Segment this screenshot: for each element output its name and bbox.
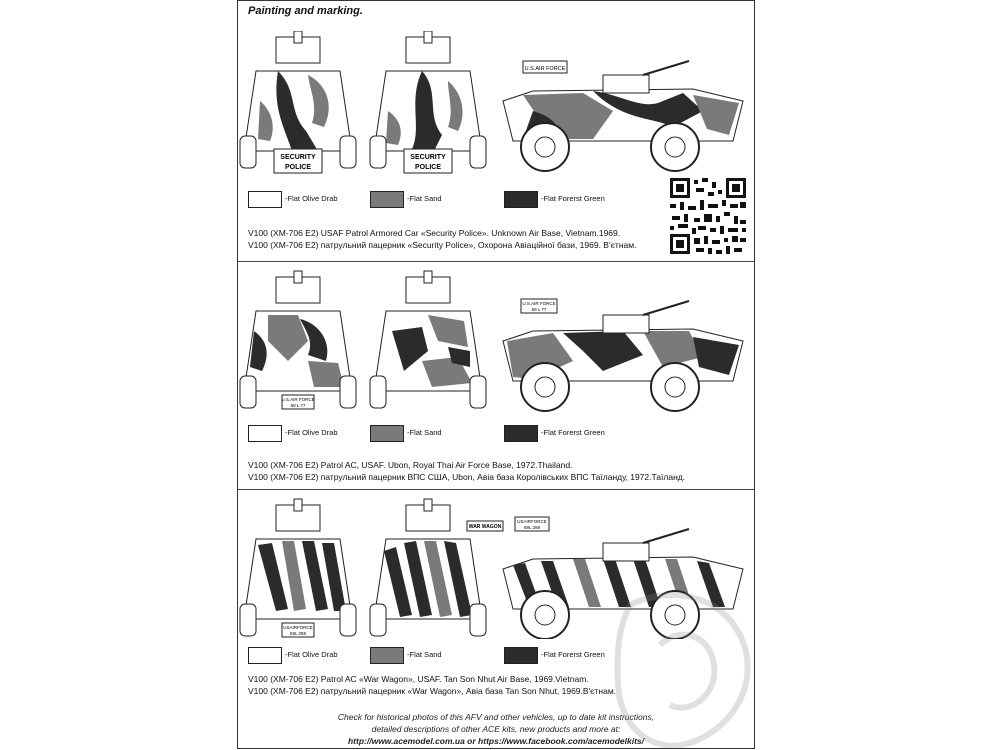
scheme-1: SECURITY POLICE SECURITY POLICE xyxy=(238,31,754,263)
scheme-2: U.S.AIR FORCE 69 L 77 xyxy=(238,263,754,489)
swatch-forest-green xyxy=(504,425,538,442)
plate-bottom-3: 69L 259 xyxy=(290,631,307,636)
label-forest-green: -Flat Forerst Green xyxy=(541,650,605,659)
swatch-forest-green xyxy=(504,647,538,664)
front-marking-bottom: POLICE xyxy=(285,164,311,171)
side-view-3: WAR WAGON USAIRFORCE 69L 259 xyxy=(466,516,744,639)
label-sand: -Flat Sand xyxy=(407,194,442,203)
link-separator: or xyxy=(464,736,479,746)
footer-line-2: detailed descriptions of other ACE kits,… xyxy=(371,724,621,734)
swatch-olive-drab xyxy=(248,647,282,664)
side-marking: U.S.AIR FORCE xyxy=(525,66,566,72)
label-sand: -Flat Sand xyxy=(407,650,442,659)
side-plate-bottom-2: 69 L 77 xyxy=(532,307,547,312)
caption-ua-2: V100 (XM-706 E2) патрульний пацерник ВПС… xyxy=(248,472,686,482)
facebook-link[interactable]: https://www.facebook.com/acemodelkits/ xyxy=(478,736,644,746)
swatch-sand xyxy=(370,425,404,442)
label-olive-drab: -Flat Olive Drab xyxy=(285,194,338,203)
legend-row-2: -Flat Olive Drab -Flat Sand -Flat Forers… xyxy=(248,425,668,443)
caption-ua-1: V100 (XM-706 E2) патрульний пацерник «Se… xyxy=(248,240,637,250)
front-view-2: U.S.AIR FORCE 69 L 77 xyxy=(239,270,357,410)
front-view-1: SECURITY POLICE xyxy=(239,31,357,174)
scheme-1-drawing: SECURITY POLICE SECURITY POLICE xyxy=(239,31,744,174)
rear-marking-top: SECURITY xyxy=(410,154,446,161)
watermark-logo-icon xyxy=(614,592,751,749)
scheme-3: USAIRFORCE 69L 259 xyxy=(238,489,754,750)
plate-top-2: U.S.AIR FORCE xyxy=(281,397,314,402)
swatch-sand xyxy=(370,647,404,664)
scheme-3-drawing: USAIRFORCE 69L 259 xyxy=(239,498,744,639)
plate-top-3: USAIRFORCE xyxy=(283,625,313,630)
rear-view-1: SECURITY POLICE xyxy=(369,31,487,174)
legend-row-3: -Flat Olive Drab -Flat Sand -Flat Forers… xyxy=(248,647,668,665)
side-name-3: WAR WAGON xyxy=(469,524,502,530)
website-link[interactable]: http://www.acemodel.com.ua xyxy=(347,736,465,746)
swatch-sand xyxy=(370,191,404,208)
divider-2 xyxy=(238,489,754,490)
side-view-2: U.S.AIR FORCE 69 L 77 xyxy=(502,298,744,412)
swatch-forest-green xyxy=(504,191,538,208)
side-plate-bottom-3: 69L 259 xyxy=(524,525,541,530)
swatch-olive-drab xyxy=(248,425,282,442)
swatch-olive-drab xyxy=(248,191,282,208)
footer-links: http://www.acemodel.com.ua or https://ww… xyxy=(238,735,754,747)
rear-view-3 xyxy=(369,498,487,637)
footer-line-1: Check for historical photos of this AFV … xyxy=(337,712,655,722)
page-title: Painting and marking. xyxy=(248,5,363,17)
rear-marking-bottom: POLICE xyxy=(415,164,441,171)
caption-en-2: V100 (XM-706 E2) Patrol AC, USAF. Ubon, … xyxy=(248,460,573,470)
label-forest-green: -Flat Forerst Green xyxy=(541,428,605,437)
caption-en-1: V100 (XM-706 E2) USAF Patrol Armored Car… xyxy=(248,228,621,238)
side-plate-top-3: USAIRFORCE xyxy=(517,519,547,524)
rear-view-2 xyxy=(369,270,487,409)
instruction-sheet: Painting and marking. SECURITY POLICE xyxy=(237,0,755,749)
label-sand: -Flat Sand xyxy=(407,428,442,437)
side-plate-top-2: U.S.AIR FORCE xyxy=(522,301,555,306)
plate-bottom-2: 69 L 77 xyxy=(291,403,306,408)
side-view-1: U.S.AIR FORCE xyxy=(502,60,744,172)
front-view-3: USAIRFORCE 69L 259 xyxy=(239,498,357,638)
caption-en-3: V100 (XM-706 E2) Patrol AC «War Wagon», … xyxy=(248,674,589,684)
divider-1 xyxy=(238,261,754,262)
label-olive-drab: -Flat Olive Drab xyxy=(285,650,338,659)
legend-row-1: -Flat Olive Drab -Flat Sand -Flat Forers… xyxy=(248,191,668,209)
label-olive-drab: -Flat Olive Drab xyxy=(285,428,338,437)
qr-code-icon[interactable] xyxy=(668,176,748,256)
caption-ua-3: V100 (XM-706 E2) патрульний пацерник «Wa… xyxy=(248,686,617,696)
footer: Check for historical photos of this AFV … xyxy=(238,711,754,747)
label-forest-green: -Flat Forerst Green xyxy=(541,194,605,203)
front-marking-top: SECURITY xyxy=(280,154,316,161)
scheme-2-drawing: U.S.AIR FORCE 69 L 77 xyxy=(239,270,744,412)
